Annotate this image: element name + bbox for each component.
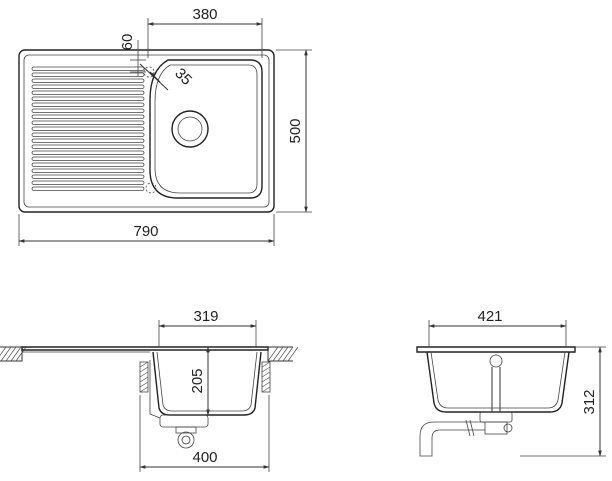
drain-inner bbox=[177, 116, 203, 142]
ridge bbox=[31, 84, 145, 89]
side-waste-pipe bbox=[419, 421, 485, 457]
ridge bbox=[31, 90, 145, 95]
drain-outer bbox=[171, 110, 209, 148]
ridge bbox=[31, 114, 145, 119]
dim-35: 35 bbox=[171, 65, 195, 89]
ridge bbox=[31, 156, 145, 161]
front-bowl bbox=[152, 351, 262, 416]
drainboard-ridges bbox=[31, 66, 145, 191]
cabinet-wall-right bbox=[261, 361, 271, 393]
bowl-inner bbox=[154, 64, 258, 194]
top-view: 380 60 35 500 790 bbox=[18, 6, 312, 246]
drain-fitting bbox=[159, 414, 209, 428]
dim-500: 500 bbox=[287, 118, 304, 143]
side-bowl bbox=[426, 351, 570, 413]
dim-400: 400 bbox=[192, 449, 217, 466]
dim-319: 319 bbox=[193, 308, 218, 325]
dim-380: 380 bbox=[192, 6, 217, 23]
side-drain-fitting bbox=[479, 411, 513, 423]
ridge bbox=[31, 120, 145, 125]
overflow-cap bbox=[489, 354, 503, 368]
tap-hole-bottom bbox=[145, 182, 157, 194]
dim-60: 60 bbox=[119, 34, 136, 51]
ridge bbox=[31, 66, 145, 71]
sink-inner-rim bbox=[23, 54, 270, 208]
ridge bbox=[31, 126, 145, 131]
sink-top-surface bbox=[21, 346, 269, 351]
side-flange bbox=[416, 346, 576, 353]
cabinet-wall-left bbox=[139, 361, 149, 393]
sink-outline bbox=[18, 49, 275, 213]
ridge bbox=[31, 72, 145, 77]
dim-421: 421 bbox=[477, 308, 502, 325]
trap bbox=[177, 431, 195, 449]
ridge bbox=[31, 96, 145, 101]
ridge bbox=[31, 168, 145, 173]
front-view: 319 205 400 bbox=[0, 308, 299, 472]
ridge bbox=[31, 174, 145, 179]
ridge bbox=[31, 144, 145, 149]
countertop-right bbox=[267, 346, 293, 362]
ridge bbox=[31, 102, 145, 107]
bowl-outline bbox=[149, 59, 263, 199]
dim-312: 312 bbox=[581, 389, 598, 414]
ridge bbox=[31, 132, 145, 137]
ridge bbox=[31, 78, 145, 83]
dim-205: 205 bbox=[189, 368, 206, 393]
countertop-right-hatch bbox=[267, 346, 299, 362]
dim-790: 790 bbox=[133, 223, 158, 240]
ridge bbox=[31, 138, 145, 143]
overflow-pipe bbox=[149, 360, 161, 419]
ridge bbox=[31, 150, 145, 155]
ridge bbox=[31, 162, 145, 167]
ridge bbox=[31, 108, 145, 113]
side-view: 421 312 bbox=[416, 308, 606, 457]
ridge bbox=[31, 180, 145, 185]
ridge bbox=[31, 186, 145, 191]
